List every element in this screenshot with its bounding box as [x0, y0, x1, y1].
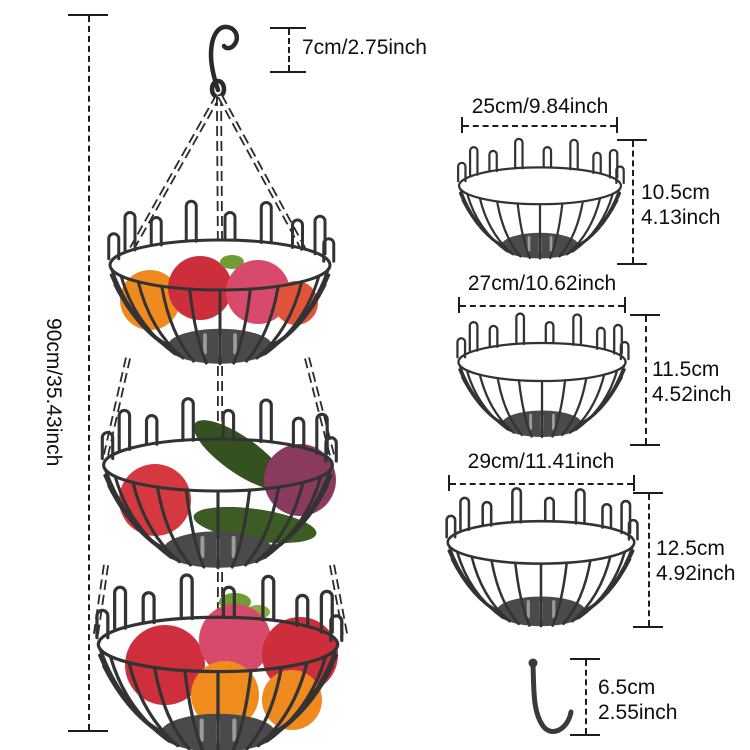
top-hook-height-label: 7cm/2.75inch: [302, 36, 427, 59]
chain: [93, 564, 109, 635]
dashed-line: [88, 16, 90, 730]
basket1-height-label: 10.5cm 4.13inch: [641, 181, 720, 231]
dashed-line: [632, 141, 634, 263]
basket2-height-label: 11.5cm 4.52inch: [652, 358, 731, 408]
dashed-line: [288, 29, 290, 71]
dashed-line: [645, 316, 647, 444]
basket1-height-inch: 4.13inch: [641, 205, 721, 229]
overall-height-label: 90cm/35.43inch: [41, 318, 65, 467]
hanging-basket-illustration: [93, 24, 348, 750]
ceiling-hook-icon: [528, 658, 574, 734]
chain: [329, 564, 348, 635]
chain: [127, 94, 221, 254]
basket2-height-inch: 4.52inch: [652, 382, 732, 406]
overall-height-dimension-line: [68, 14, 108, 732]
single-basket-middle: [456, 312, 630, 439]
hanger-hook-icon: [208, 24, 240, 100]
basket1-height-cm: 10.5cm: [641, 181, 710, 204]
chain: [216, 95, 223, 247]
basket3-height-inch: 4.92inch: [656, 561, 736, 585]
basket1-width-dimension-line: [461, 117, 618, 133]
dashed-line: [585, 660, 587, 734]
bottom-hook-height-cm: 6.5cm: [598, 676, 656, 699]
basket2-height-cm: 11.5cm: [652, 358, 720, 381]
basket2-width-label: 27cm/10.62inch: [467, 272, 617, 295]
basket2-width-dimension-line: [458, 297, 626, 313]
chain: [103, 357, 131, 456]
basket3-width-dimension-line: [448, 475, 635, 491]
basket1-height-dimension-line: [617, 139, 647, 265]
single-basket-bottom: [445, 486, 640, 628]
basket3-height-label: 12.5cm 4.92inch: [656, 537, 735, 587]
dashed-line: [648, 494, 650, 626]
bottom-hook-height-label: 6.5cm 2.55inch: [598, 676, 677, 726]
basket3-height-cm: 12.5cm: [656, 537, 725, 560]
bottom-hook-height-inch: 2.55inch: [598, 700, 678, 724]
bottom-hook-dimension-line: [570, 658, 600, 736]
basket1-width-label: 25cm/9.84inch: [471, 95, 609, 118]
single-basket-top: [456, 137, 626, 260]
top-hook-dimension-line: [270, 27, 306, 73]
dashed-line: [450, 483, 633, 485]
top-chains: [127, 94, 308, 254]
basket3-height-dimension-line: [633, 492, 663, 628]
dashed-line: [463, 125, 616, 127]
basket2-height-dimension-line: [630, 314, 660, 446]
basket3-width-label: 29cm/11.41inch: [467, 450, 615, 473]
dashed-line: [460, 305, 624, 307]
